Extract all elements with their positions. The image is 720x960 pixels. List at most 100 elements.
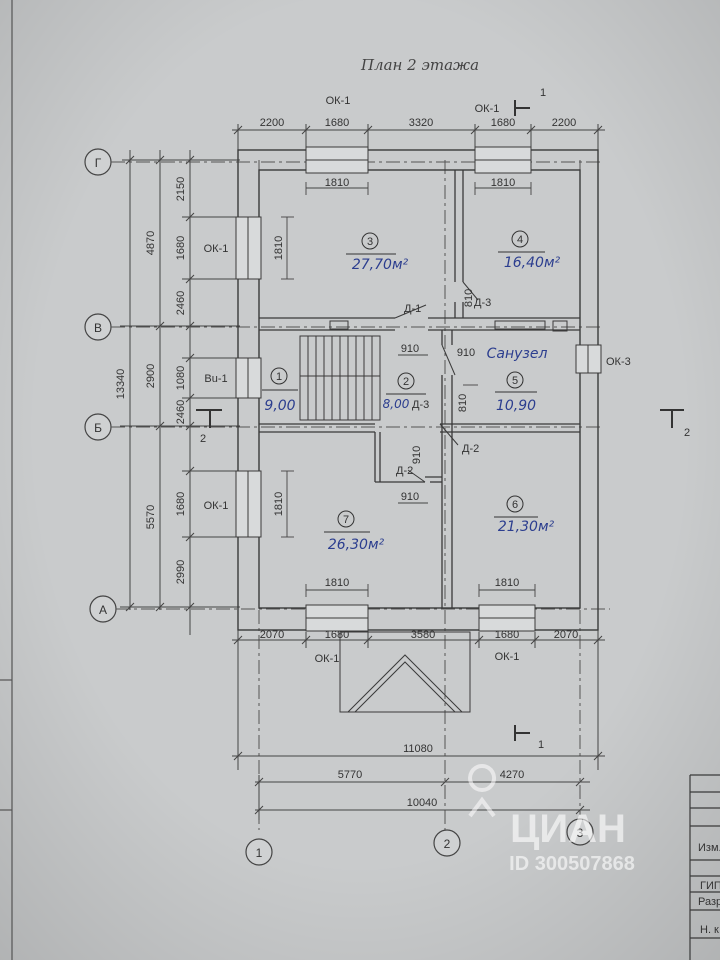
axis-G: Г — [95, 156, 102, 170]
porch-roof — [339, 631, 471, 713]
section-label-left: 2 — [200, 433, 206, 445]
interior-walls — [259, 170, 580, 608]
dim-top-3: 3320 — [409, 117, 433, 129]
window-label-bot-right: ОК-1 — [495, 651, 520, 663]
bottom-dimension-line — [232, 630, 605, 820]
window-label-bot-left: ОК-1 — [315, 653, 340, 665]
window-label-left-bot: ОК-1 — [204, 500, 229, 512]
room-7: 7 26,30м² — [324, 510, 385, 553]
dim-inner-w5: 1810 — [325, 577, 349, 589]
dim-bottom-1: 2070 — [260, 629, 284, 641]
dim-inner-910b: 910 — [401, 491, 419, 503]
plan-title: План 2 этажа — [360, 56, 479, 74]
bathroom-label: Санузел — [487, 346, 548, 362]
dim-bottom-2: 1680 — [325, 629, 349, 641]
dim-inner-w1: 1810 — [325, 177, 349, 189]
dim-left-3: 2460 — [175, 291, 187, 315]
dim-left-mid-2: 2900 — [145, 364, 157, 388]
dim-inner-910c: 910 — [457, 347, 475, 359]
door-swings — [394, 281, 479, 483]
section-label-right: 2 — [684, 427, 690, 439]
door-label-d3a: Д-3 — [474, 297, 491, 309]
dim-left-total: 13340 — [115, 369, 127, 400]
room-5: 5 10,90 — [495, 371, 537, 414]
dim-left-4: 1080 — [175, 366, 187, 390]
staircase — [299, 335, 381, 421]
room-3-number: 3 — [367, 236, 373, 248]
stamp-row-izm: Изм. — [698, 842, 720, 854]
inner-dimension-lines — [281, 182, 536, 597]
section-label-bottom: 1 — [538, 739, 544, 751]
dim-left-1: 2150 — [175, 177, 187, 201]
dim-sub-a: 5770 — [338, 769, 362, 781]
axis-markers-letters — [84, 148, 117, 623]
dim-left-mid-3: 5570 — [145, 505, 157, 529]
dim-total: 11080 — [403, 743, 433, 755]
dim-inner-910a: 910 — [401, 343, 419, 355]
axis-2: 2 — [444, 837, 451, 851]
axis-V: В — [94, 321, 102, 335]
door-label-d2b: Д-2 — [396, 465, 413, 477]
door-label-d3b: Д-3 — [412, 399, 429, 411]
room-3-area: 27,70м² — [352, 257, 409, 273]
watermark-brand: ЦИАН — [510, 807, 626, 851]
dim-inner-810a: 810 — [463, 289, 475, 307]
watermark-id: ID 300507868 — [509, 853, 635, 875]
room-5-number: 5 — [512, 375, 518, 387]
dim-bottom-3: 3580 — [411, 629, 435, 641]
dim-inner-w6: 1810 — [495, 577, 519, 589]
dim-inner-910v: 910 — [411, 446, 423, 464]
section-mark-2 — [196, 409, 684, 428]
room-4-area: 16,40м² — [504, 255, 561, 271]
top-dimension-line — [232, 124, 605, 180]
section-label-top: 1 — [540, 87, 546, 99]
sheet-frame — [0, 0, 13, 960]
dim-top-5: 2200 — [552, 117, 576, 129]
window-label-top-left: ОК-1 — [326, 95, 351, 107]
dim-left-6: 1680 — [175, 492, 187, 516]
watermark: ЦИАН ID 300507868 — [468, 764, 635, 875]
dim-left-5: 2460 — [175, 400, 187, 424]
room-4: 4 16,40м² — [498, 230, 561, 271]
stamp-row-gip: ГИП — [700, 880, 720, 892]
dim-inner-w4: 1810 — [273, 492, 285, 516]
dim-inner-w3: 1810 — [273, 236, 285, 260]
axis-3: 3 — [577, 826, 584, 840]
dim-top-1: 2200 — [260, 117, 284, 129]
room-7-area: 26,30м² — [328, 537, 385, 553]
dim-left-2: 1680 — [175, 236, 187, 260]
room-6-number: 6 — [512, 499, 518, 511]
axis-1: 1 — [256, 846, 263, 860]
section-mark-bottom — [514, 725, 530, 741]
dim-top-2: 1680 — [325, 117, 349, 129]
room-1-area: 9,00 — [264, 398, 295, 414]
stamp-row-nk: Н. к — [700, 924, 719, 936]
exterior-windows — [235, 146, 602, 632]
axis-B: Б — [94, 421, 102, 435]
window-label-top-right: ОК-1 — [475, 103, 500, 115]
window-label-left-mid: Вu-1 — [204, 373, 227, 385]
door-label-d1: Д-1 — [404, 303, 421, 315]
dim-bottom-4: 1680 — [495, 629, 519, 641]
room-7-number: 7 — [343, 514, 349, 526]
axis-markers-numbers — [245, 818, 594, 866]
room-1: 1 9,00 — [262, 367, 298, 414]
left-dimension-lines — [120, 150, 240, 635]
room-2: 2 8,00 — [383, 372, 426, 411]
window-label-left-top: ОК-1 — [204, 243, 229, 255]
room-3: 3 27,70м² — [346, 232, 409, 273]
dim-inner-w2: 1810 — [491, 177, 515, 189]
room-2-number: 2 — [403, 376, 409, 388]
dim-sub-c: 10040 — [407, 797, 438, 809]
room-5-area: 10,90 — [496, 398, 536, 414]
room-6: 6 21,30м² — [494, 495, 555, 535]
title-block — [689, 774, 720, 960]
door-label-d2a: Д-2 — [462, 443, 479, 455]
axis-A: А — [99, 603, 107, 617]
dim-left-7: 2990 — [175, 560, 187, 584]
room-4-number: 4 — [517, 234, 523, 246]
window-label-right: ОК-3 — [606, 356, 631, 368]
dim-top-4: 1680 — [491, 117, 515, 129]
dim-inner-810b: 810 — [457, 394, 469, 412]
room-6-area: 21,30м² — [498, 519, 555, 535]
